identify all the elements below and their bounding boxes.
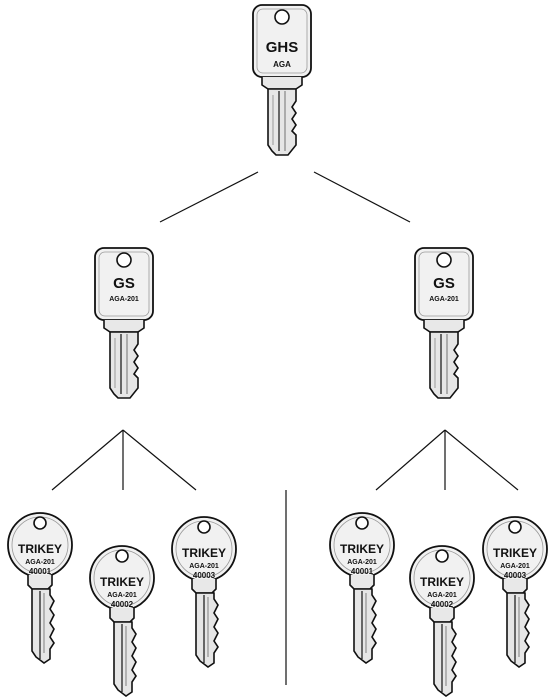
user-key-number: 40001 bbox=[29, 567, 52, 576]
user-key-code: AGA-201 bbox=[107, 592, 137, 599]
user-key: TRIKEY AGA-201 40002 bbox=[90, 546, 154, 696]
user-key-number: 40001 bbox=[351, 567, 374, 576]
user-key-code: AGA-201 bbox=[189, 563, 219, 570]
user-key-number: 40003 bbox=[504, 571, 527, 580]
group-key-right: GS AGA-201 bbox=[415, 248, 473, 398]
user-key-code: AGA-201 bbox=[427, 592, 457, 599]
master-key-code: AGA bbox=[273, 60, 291, 69]
user-key-brand: TRIKEY bbox=[420, 575, 464, 589]
master-key: GHS AGA bbox=[253, 5, 311, 155]
user-key: TRIKEY AGA-201 40003 bbox=[172, 517, 236, 667]
group-key-code: AGA-201 bbox=[429, 296, 459, 303]
user-key-number: 40002 bbox=[431, 600, 454, 609]
group-key-left: GS AGA-201 bbox=[95, 248, 153, 398]
group-key-brand: GS bbox=[433, 275, 455, 292]
user-key-brand: TRIKEY bbox=[340, 542, 384, 556]
user-key-brand: TRIKEY bbox=[493, 546, 537, 560]
user-key-brand: TRIKEY bbox=[182, 546, 226, 560]
user-key-code: AGA-201 bbox=[25, 559, 55, 566]
group-key-brand: GS bbox=[113, 275, 135, 292]
user-key: TRIKEY AGA-201 40002 bbox=[410, 546, 474, 696]
user-key: TRIKEY AGA-201 40003 bbox=[483, 517, 547, 667]
user-key: TRIKEY AGA-201 40001 bbox=[330, 513, 394, 663]
master-key-brand: GHS bbox=[266, 39, 299, 56]
user-key-number: 40002 bbox=[111, 600, 134, 609]
group-key-code: AGA-201 bbox=[109, 296, 139, 303]
user-key-brand: TRIKEY bbox=[18, 542, 62, 556]
user-key: TRIKEY AGA-201 40001 bbox=[8, 513, 72, 663]
user-key-code: AGA-201 bbox=[500, 563, 530, 570]
user-key-number: 40003 bbox=[193, 571, 216, 580]
user-key-code: AGA-201 bbox=[347, 559, 377, 566]
user-key-brand: TRIKEY bbox=[100, 575, 144, 589]
